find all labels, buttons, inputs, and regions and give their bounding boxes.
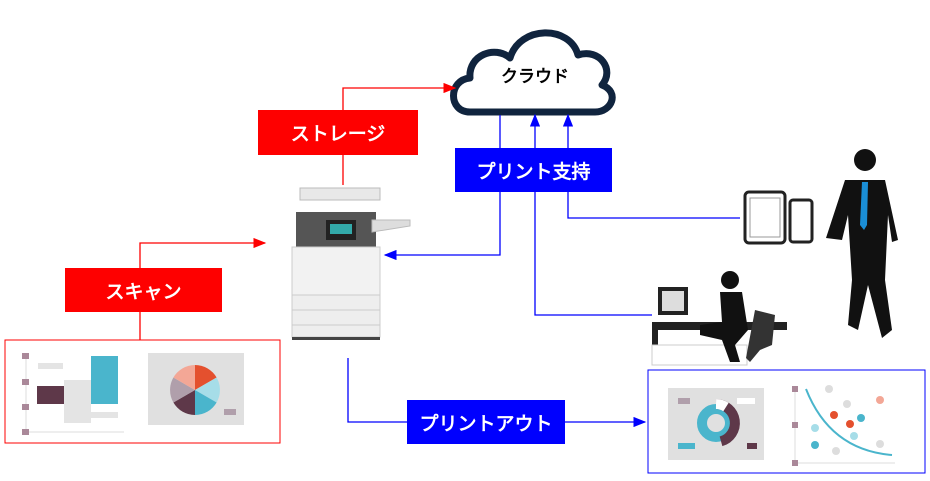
printout-label: プリントアウト: [407, 400, 565, 444]
print-support-label: プリント支持: [455, 148, 612, 192]
office-worker-at-pc-icon: [651, 271, 787, 366]
businessman-icon: [826, 149, 898, 338]
cloud-label: クラウド: [501, 67, 569, 87]
printed-document: [647, 369, 926, 474]
smartphone-icon: [788, 198, 814, 244]
mfp-printer-icon: [291, 187, 411, 340]
scanned-document: [4, 339, 281, 444]
scan-label: スキャン: [65, 268, 222, 312]
storage-label: ストレージ: [258, 110, 418, 155]
pc-to-cloud-arrow: [529, 113, 652, 316]
tablet-icon: [743, 190, 787, 245]
cloud-icon: [450, 29, 616, 116]
